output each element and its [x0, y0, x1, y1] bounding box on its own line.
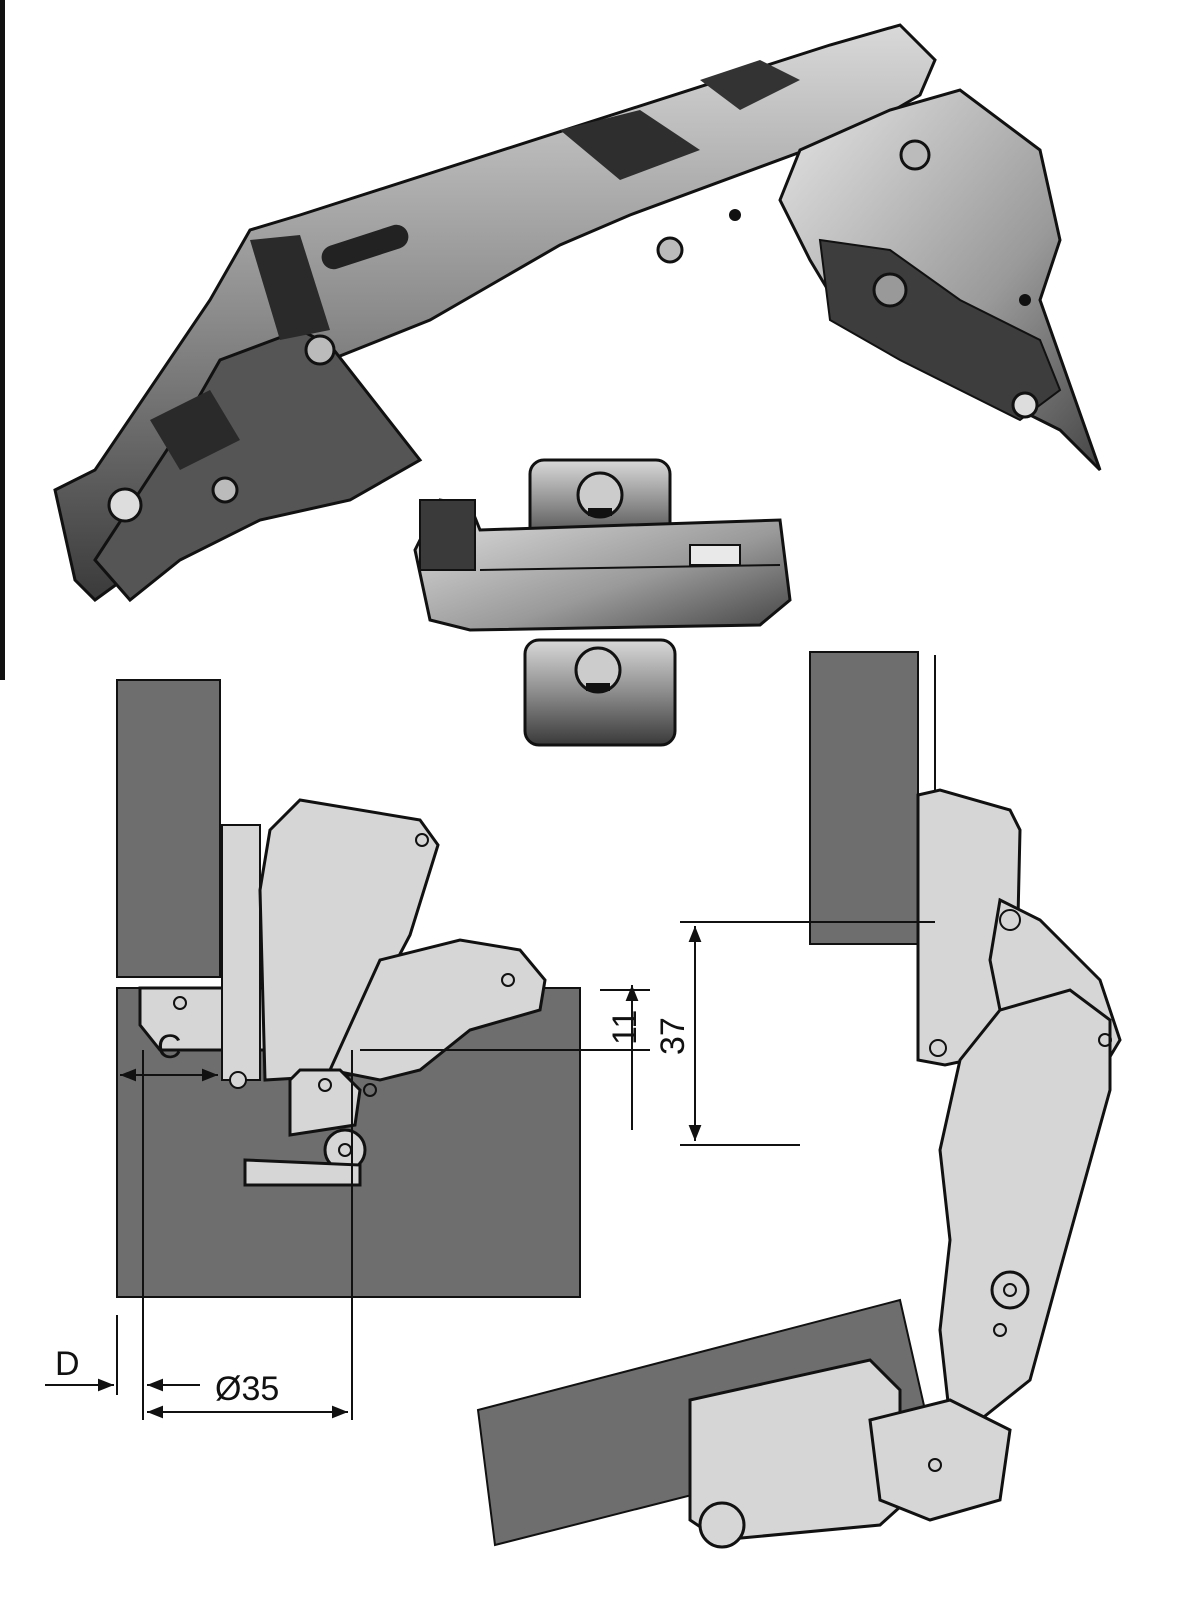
dimension-37-label: 37	[654, 1017, 692, 1055]
dimension-c-label: C	[157, 1028, 182, 1066]
mounting-plate-photo	[413, 458, 792, 747]
drawing-closed-position: C D Ø35 11	[45, 679, 650, 1420]
dimension-diameter-label: Ø35	[215, 1370, 279, 1408]
dimension-11-label: 11	[606, 1010, 644, 1045]
left-edge-bar	[0, 0, 5, 680]
cabinet-side-panel-open	[809, 651, 919, 945]
hinge-photo	[53, 23, 1102, 603]
drawing-open-position: 37	[476, 651, 1122, 1549]
cabinet-side-panel	[116, 679, 221, 978]
dimension-d-label: D	[55, 1345, 80, 1383]
